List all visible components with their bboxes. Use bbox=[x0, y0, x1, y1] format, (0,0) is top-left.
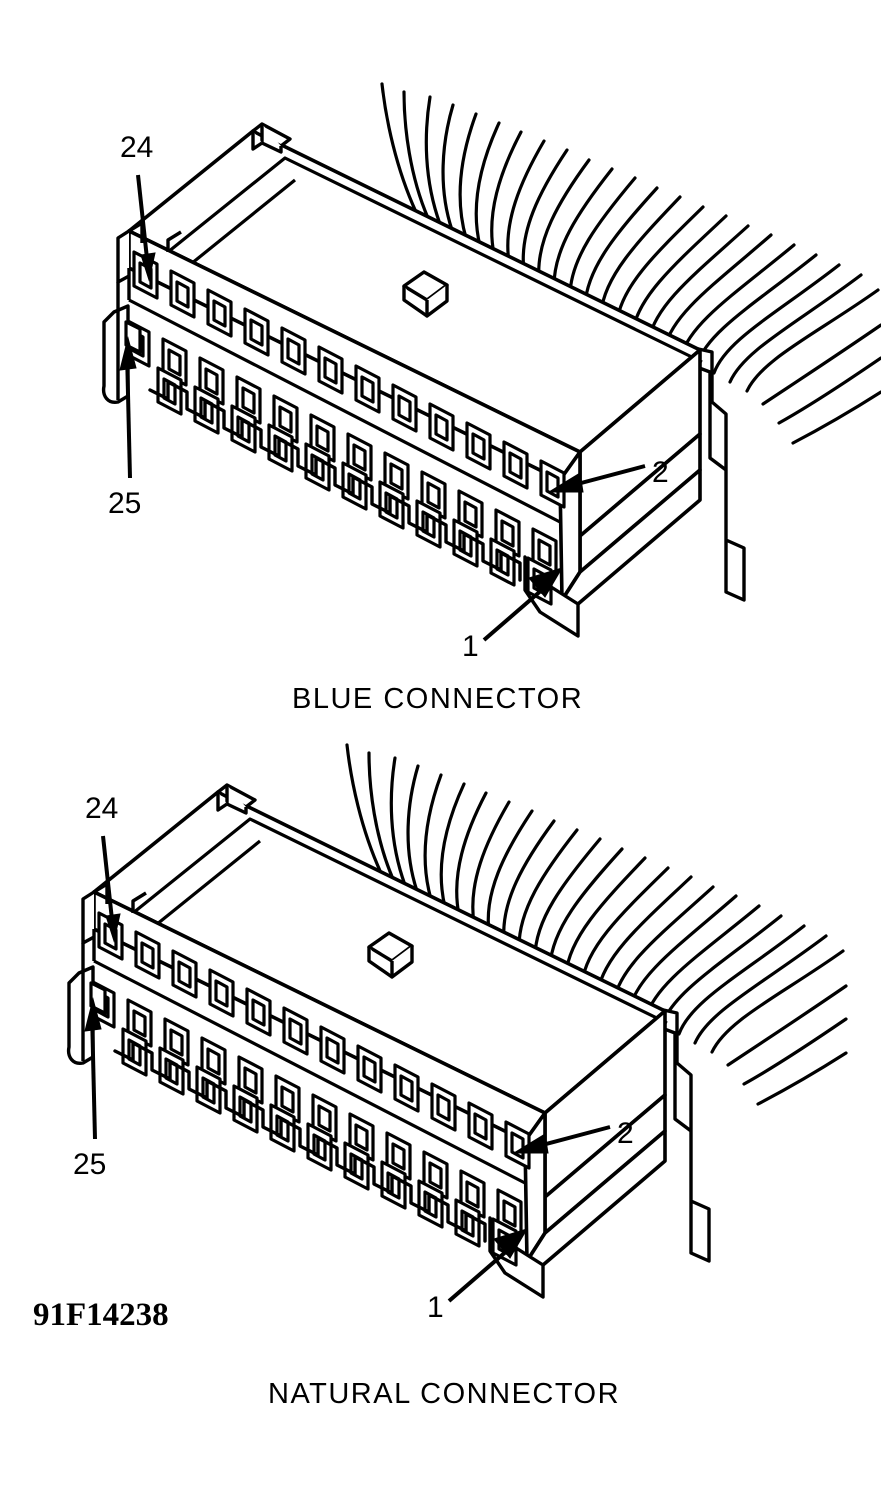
callout-number-1-natural: 1 bbox=[427, 1291, 444, 1324]
callout-25-leader-blue bbox=[119, 336, 137, 479]
callout-number-1-blue: 1 bbox=[462, 630, 479, 663]
callout-24-leader-blue bbox=[136, 174, 156, 282]
callout-number-24-natural: 24 bbox=[85, 792, 118, 825]
callout-24-leader-natural bbox=[101, 835, 121, 943]
part-number-label: 91F14238 bbox=[33, 1297, 169, 1333]
callout-number-25-blue: 25 bbox=[108, 487, 141, 520]
blue-connector-graphic bbox=[101, 82, 881, 638]
blue-connector-caption: BLUE CONNECTOR bbox=[292, 683, 584, 715]
callout-number-24-blue: 24 bbox=[120, 131, 153, 164]
natural-connector-caption: NATURAL CONNECTOR bbox=[268, 1378, 621, 1410]
callout-25-leader-natural bbox=[84, 997, 102, 1140]
callout-number-2-natural: 2 bbox=[617, 1117, 634, 1150]
natural-connector-graphic bbox=[66, 743, 848, 1299]
callout-2-leader-natural bbox=[512, 1125, 611, 1154]
natural-connector-illustration: 24 25 2 1 bbox=[66, 743, 848, 1324]
callout-number-25-natural: 25 bbox=[73, 1148, 106, 1181]
blue-connector-illustration: 24 25 2 1 bbox=[101, 82, 881, 663]
callout-number-2-blue: 2 bbox=[652, 456, 669, 489]
callout-2-leader-blue bbox=[547, 464, 646, 493]
callout-1-leader-natural bbox=[447, 1228, 529, 1303]
callout-1-leader-blue bbox=[482, 567, 564, 642]
